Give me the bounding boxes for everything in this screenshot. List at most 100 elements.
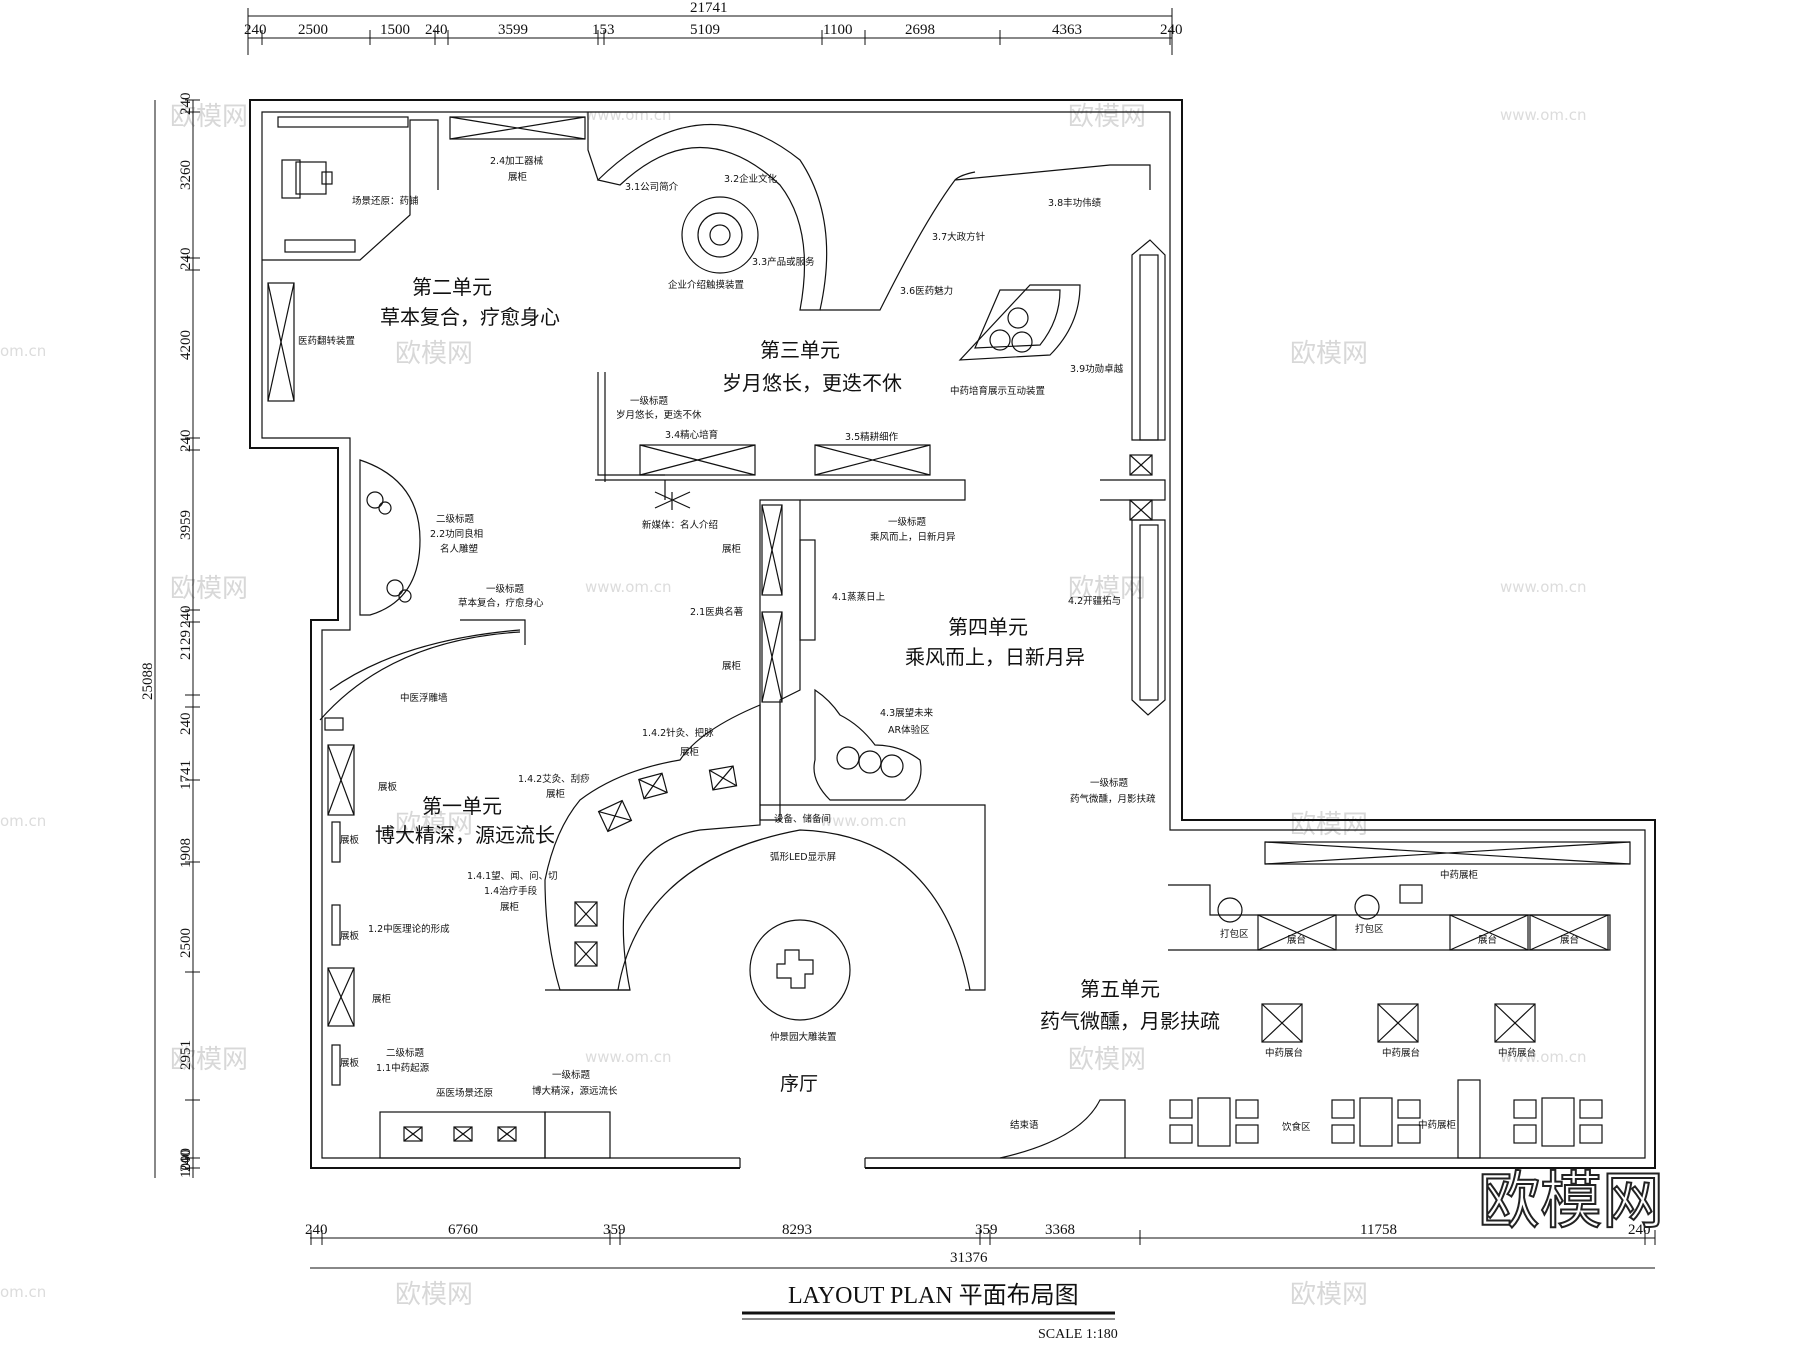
dim-left-total: 25088 [140, 663, 156, 701]
dimension-label: 240 [425, 22, 448, 38]
label-1-4: 1.4治疗手段 [484, 885, 538, 897]
unit-2-title: 第二单元 [412, 275, 492, 299]
label-heading-1b-text: 草本复合，疗愈身心 [458, 597, 544, 609]
label-pack-zone-2: 打包区 [1355, 923, 1384, 935]
unit-1-area: 展板 展板 展板 展柜 展板 中医浮雕墙 第一单元 博大精深，源远流长 1.4.… [319, 629, 618, 1159]
label-2-4-cabinet: 展柜 [508, 171, 528, 183]
unit-2-subtitle: 草本复合，疗愈身心 [380, 305, 560, 329]
label-1-1: 1.1中药起源 [376, 1062, 430, 1074]
label-board-4: 展板 [340, 1057, 360, 1069]
dimension-label: 240 [305, 1222, 328, 1238]
label-4-2: 4.2开疆拓与 [1068, 595, 1121, 607]
dimension-label: 240 [1628, 1222, 1651, 1238]
dimension-label: 1100 [823, 22, 852, 38]
dimension-label: 3368 [1045, 1222, 1075, 1238]
label-equipment-room: 设备、储备间 [774, 813, 831, 825]
dimension-label: 240 [178, 248, 194, 271]
right-wall-cabinets [1100, 239, 1166, 716]
label-3-2: 3.2企业文化 [724, 173, 778, 185]
label-counter-2: 展台 [1478, 934, 1497, 946]
watermark-url: www.om.cn [585, 578, 672, 596]
crossed-box [403, 1126, 423, 1142]
watermark: 欧模网 [170, 1045, 248, 1075]
label-cm-cabinet-2: 中药展柜 [1418, 1119, 1457, 1131]
watermark: 欧模网 [1068, 574, 1146, 604]
watermark-url: www.om.cn [1500, 1048, 1587, 1066]
crossed-box [497, 1126, 517, 1142]
dimension-label: 3599 [498, 22, 528, 38]
title-block: LAYOUT PLAN 平面布局图 SCALE 1:180 [742, 1282, 1118, 1342]
label-3-9: 3.9功勋卓越 [1070, 363, 1124, 375]
label-witch-scene: 巫医场景还原 [436, 1087, 493, 1099]
label-heading-1: 一级标题 [630, 395, 669, 407]
dimension-label: 240 [178, 713, 194, 736]
dim-bottom-total: 31376 [950, 1250, 988, 1266]
label-cabinet-4: 展柜 [500, 901, 520, 913]
plan-scale: SCALE 1:180 [1038, 1327, 1118, 1342]
dimension-label: 8293 [782, 1222, 812, 1238]
label-dining-zone: 饮食区 [1282, 1121, 1311, 1133]
label-3-8: 3.8丰功伟绩 [1048, 197, 1102, 209]
label-turn-device: 医药翻转装置 [298, 335, 355, 347]
crossed-box [1261, 1003, 1303, 1043]
watermark: 欧模网 [395, 1280, 473, 1310]
label-cabinet: 展柜 [722, 543, 742, 555]
dimension-label: 240 [178, 606, 194, 629]
dimension-label: 359 [975, 1222, 998, 1238]
unit-1-title: 第一单元 [422, 794, 502, 818]
label-heading-2b: 二级标题 [386, 1047, 425, 1059]
label-cabinet-6: 展柜 [546, 788, 566, 800]
dimension-label: 240 [1160, 22, 1183, 38]
dim-top-total: 21741 [690, 0, 728, 16]
crossed-box [1377, 1003, 1419, 1043]
label-cabinet-5: 展柜 [680, 746, 700, 758]
label-4-1: 4.1蒸蒸日上 [832, 591, 886, 603]
label-heading-1d-text: 药气微醺，月影扶疏 [1070, 793, 1156, 805]
label-heading-1b: 一级标题 [486, 583, 525, 595]
dimension-label: 1741 [178, 760, 194, 790]
label-3-1: 3.1公司简介 [625, 181, 679, 193]
unit-4-subtitle: 乘风而上，日新月异 [905, 645, 1085, 669]
label-1-4-2b: 1.4.2艾灸、刮痧 [518, 773, 590, 785]
label-cm-counter-2: 中药展台 [1382, 1047, 1420, 1059]
watermark-url: om.cn [0, 342, 46, 360]
dimension-label: 1000 [178, 1148, 194, 1178]
dimension-label: 4200 [178, 330, 194, 360]
label-4-3: 4.3展望未来 [880, 707, 934, 719]
label-ending: 结束语 [1010, 1119, 1039, 1131]
watermark: 欧模网 [1290, 339, 1368, 369]
dimension-label: 240 [178, 1150, 194, 1173]
label-heading-1c-text: 乘风而上，日新月异 [870, 531, 956, 543]
brand-logo: 欧模网 [1477, 1163, 1665, 1238]
label-heading-2: 二级标题 [436, 513, 475, 525]
watermark: 欧模网 [1068, 1045, 1146, 1075]
watermark-url: www.om.cn [820, 812, 907, 830]
label-2-1: 2.1医典名著 [690, 606, 743, 618]
label-cm-cabinet: 中药展柜 [1440, 869, 1479, 881]
label-heading-1e: 一级标题 [552, 1069, 591, 1081]
dining-set [1169, 1097, 1259, 1147]
central-lobby: 1.4.2针灸、把脉 展柜 1.4.2艾灸、刮痧 展柜 设备、储备间 弧形LED… [518, 704, 986, 1095]
watermark-url: www.om.cn [585, 1048, 672, 1066]
crossed-box [574, 901, 598, 927]
label-heading-1-text: 岁月悠长，更迭不休 [616, 409, 702, 421]
dimension-label: 1500 [380, 22, 410, 38]
label-lobby: 序厅 [780, 1073, 818, 1095]
dimension-label: 3260 [178, 160, 194, 190]
watermark: 欧模网 [1290, 810, 1368, 840]
crossed-box [574, 941, 598, 967]
watermark: 欧模网 [170, 574, 248, 604]
label-3-7: 3.7大政方针 [932, 231, 986, 243]
watermark: 欧模网 [395, 810, 473, 840]
dimension-label: 2500 [298, 22, 328, 38]
watermark: 欧模网 [395, 339, 473, 369]
label-scene-pharmacy: 场景还原：药铺 [352, 195, 419, 207]
label-cm-counter: 中药展台 [1265, 1047, 1303, 1059]
watermark-url: www.om.cn [1500, 578, 1587, 596]
dimension-label: 1908 [178, 838, 194, 868]
unit-4-area: 4.3展望未来 AR体验区 第四单元 乘风而上，日新月异 一级标题 药气微醺，月… [813, 615, 1156, 805]
dimension-label: 359 [603, 1222, 626, 1238]
label-2-4: 2.4加工器械 [490, 155, 544, 167]
